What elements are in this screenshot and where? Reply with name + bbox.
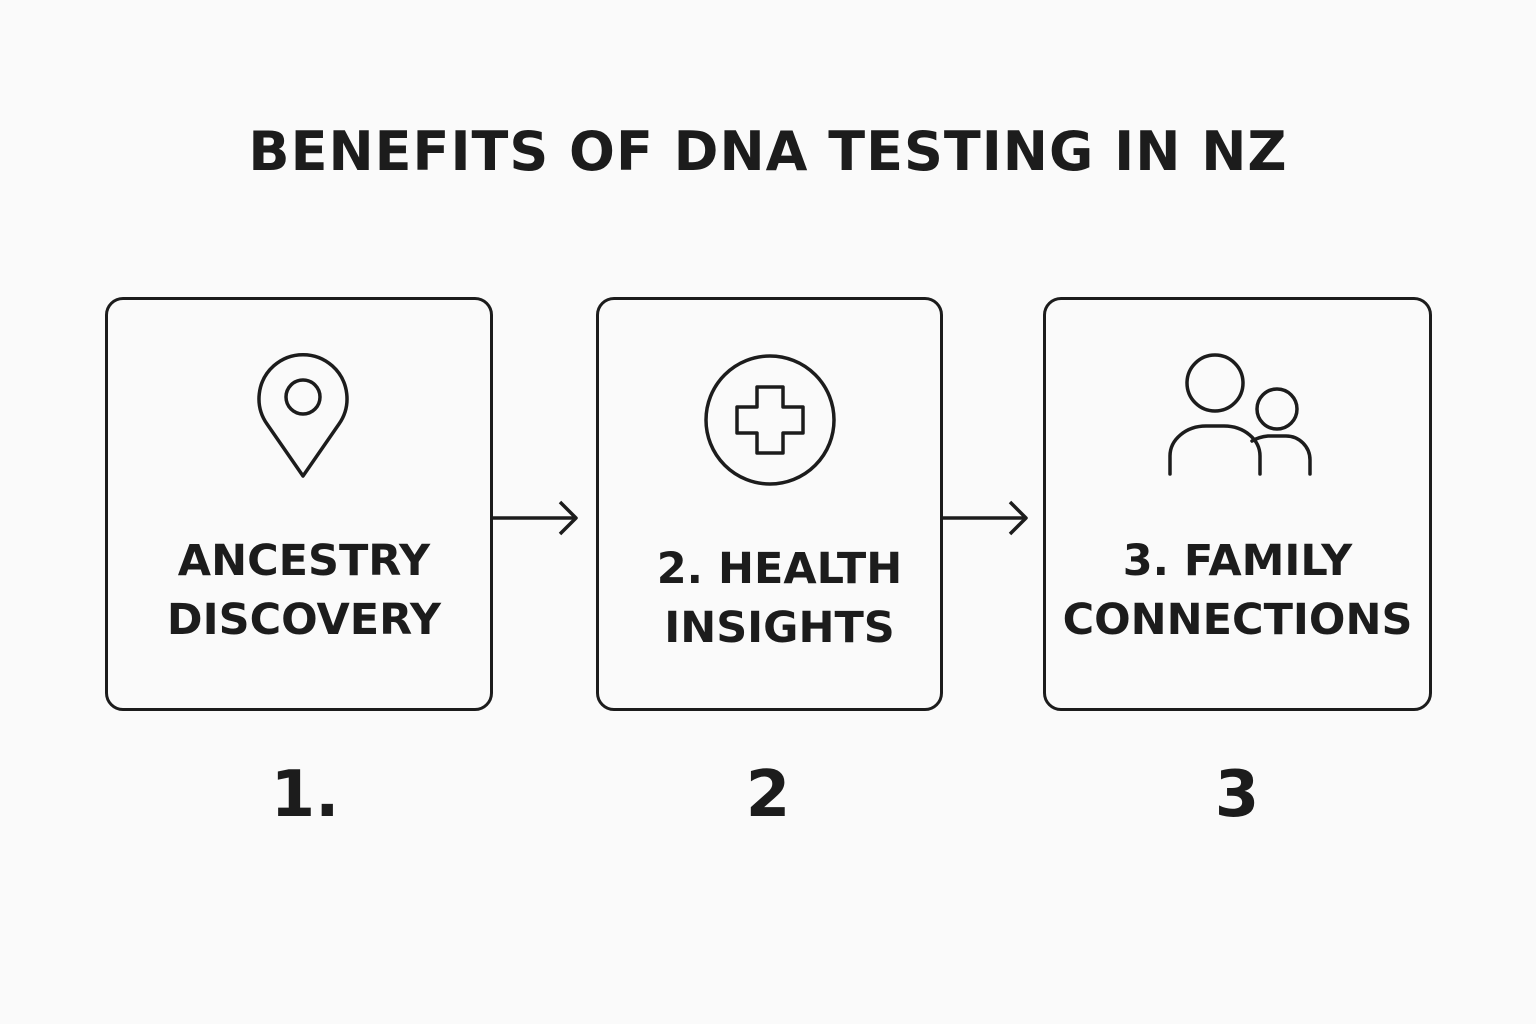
card-label-line: CONNECTIONS [1062,595,1413,645]
location-pin-icon [257,353,349,478]
card-ancestry-discovery: ANCESTRY DISCOVERY [105,297,493,711]
card-label: 2. HEALTH INSIGHTS [609,540,950,658]
card-label-line: DISCOVERY [166,595,442,645]
step-number: 2 [745,758,791,832]
card-label-line: INSIGHTS [664,603,895,653]
card-health-insights: 2. HEALTH INSIGHTS [596,297,943,711]
card-label-line: ANCESTRY [177,536,431,586]
step-number: 1. [270,758,340,832]
arrow-right-icon [942,500,1028,536]
step-number: 3 [1214,758,1260,832]
medical-cross-icon [704,354,836,486]
card-label: 3. FAMILY CONNECTIONS [1046,532,1429,650]
card-label-line: 3. FAMILY [1122,536,1353,586]
family-people-icon [1168,353,1312,476]
card-label-line: 2. HEALTH [656,544,903,594]
card-family-connections: 3. FAMILY CONNECTIONS [1043,297,1432,711]
arrow-right-icon [492,500,578,536]
card-label: ANCESTRY DISCOVERY [113,532,495,650]
diagram-title: BENEFITS OF DNA TESTING IN NZ [248,120,1288,183]
